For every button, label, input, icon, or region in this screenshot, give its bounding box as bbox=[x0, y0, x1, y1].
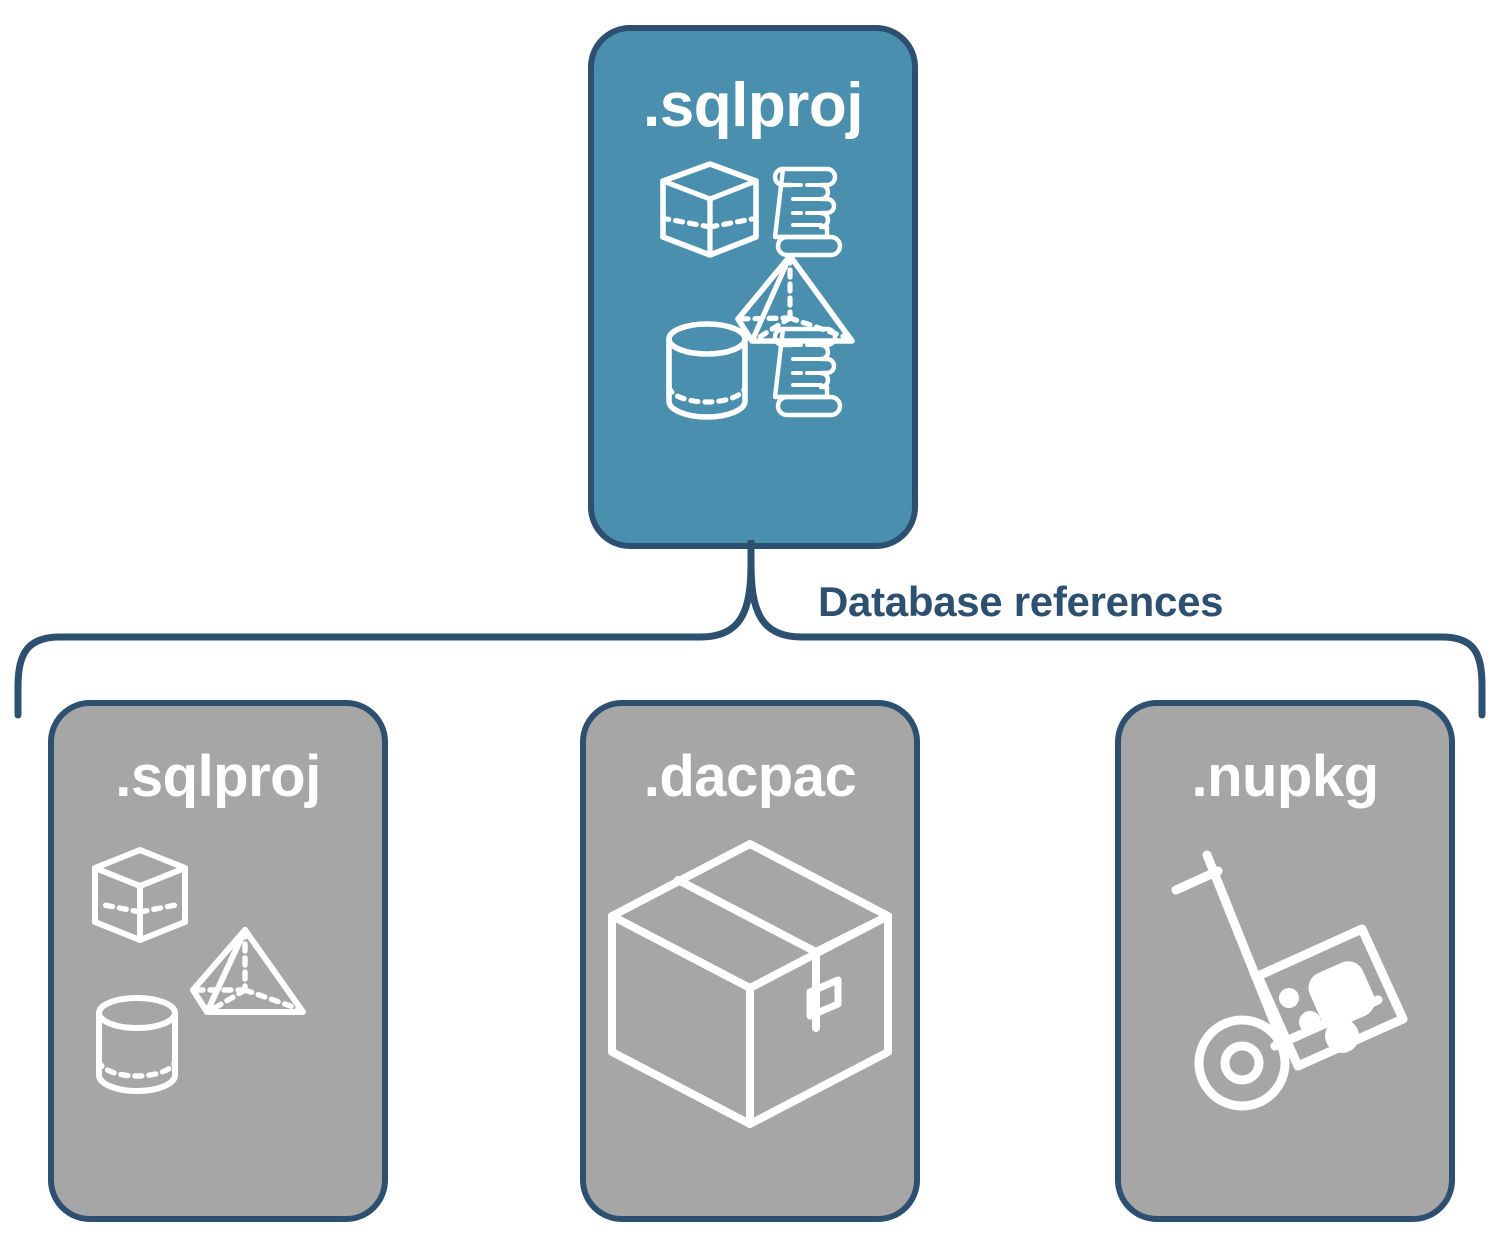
pyramid-icon bbox=[190, 927, 306, 1015]
cube-icon bbox=[92, 847, 188, 943]
node-title-sqlproj: .sqlproj bbox=[115, 744, 321, 809]
node-title-dacpac: .dacpac bbox=[643, 744, 857, 809]
shipping-box-icon bbox=[608, 840, 892, 1128]
node-card-root-sqlproj[interactable]: .sqlproj bbox=[588, 25, 918, 549]
cylinder-icon bbox=[666, 321, 748, 420]
cylinder-icon bbox=[96, 995, 178, 1094]
bracket-left-arm bbox=[14, 559, 755, 719]
hand-truck-package-icon bbox=[1171, 850, 1408, 1111]
scroll-icon bbox=[772, 326, 843, 418]
root-icon-group bbox=[653, 159, 855, 424]
cube-icon bbox=[660, 161, 759, 258]
nupkg-icon-group bbox=[1150, 850, 1420, 1120]
connector-label-database-references: Database references bbox=[818, 578, 1224, 625]
node-title-nupkg: .nupkg bbox=[1191, 744, 1379, 809]
node-card-nupkg[interactable]: .nupkg bbox=[1115, 700, 1455, 1222]
node-title-root: .sqlproj bbox=[643, 71, 863, 140]
sqlproj-icon-group bbox=[83, 840, 353, 1110]
node-card-dacpac[interactable]: .dacpac bbox=[580, 700, 920, 1222]
dacpac-icon-group bbox=[600, 832, 900, 1132]
node-card-sqlproj[interactable]: .sqlproj bbox=[48, 700, 388, 1222]
scroll-icon bbox=[772, 166, 843, 258]
